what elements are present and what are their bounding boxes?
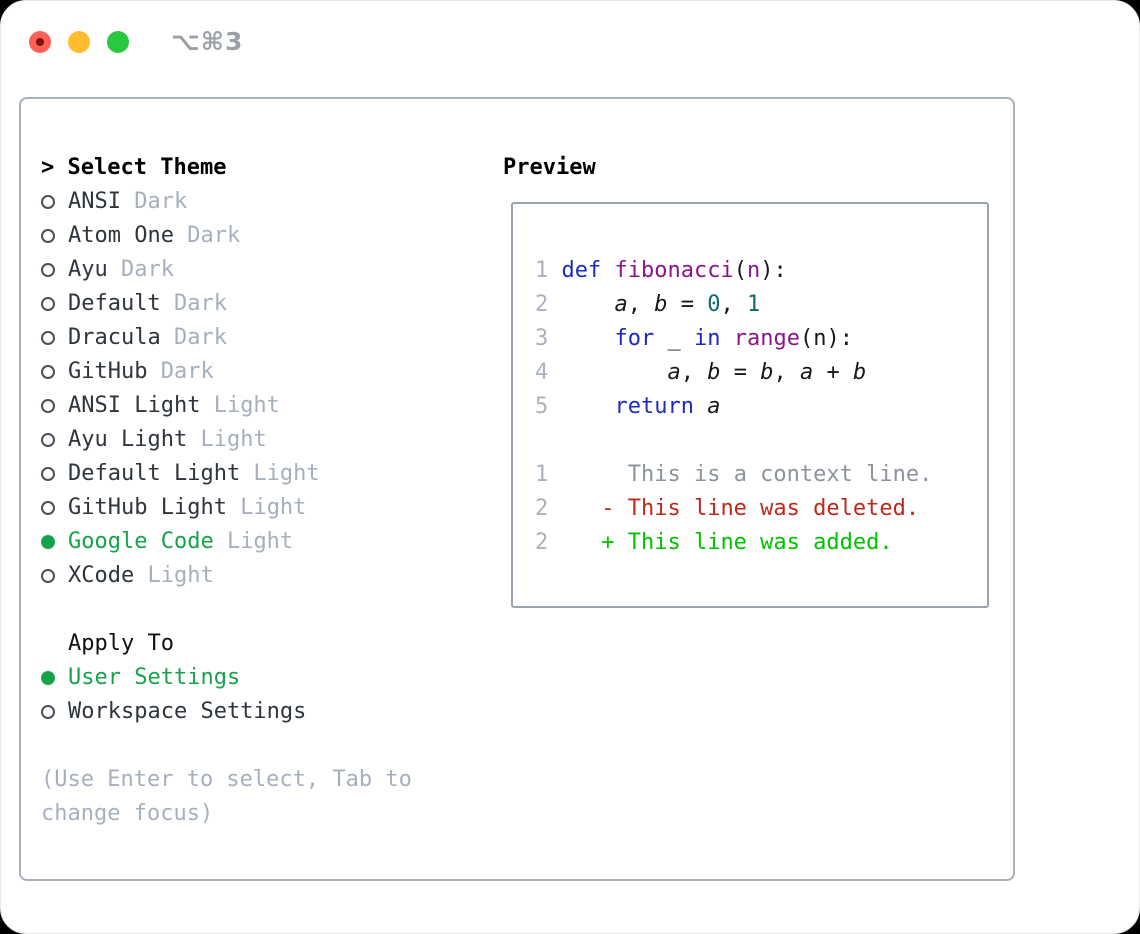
help-text-line-2: change focus) [41,801,214,826]
focus-caret-icon: > [41,155,55,180]
theme-option[interactable]: Ayu Dark [41,253,491,287]
diff-line: 2 - This line was deleted. [535,496,920,521]
theme-variant-label: Dark [160,291,227,316]
theme-option[interactable]: Default Dark [41,287,491,321]
theme-variant-label: Dark [147,359,214,384]
apply-to-option-label: User Settings [68,665,241,690]
select-theme-header: > Select Theme [41,151,491,185]
theme-option[interactable]: ANSI Light Light [41,389,491,423]
theme-option[interactable]: Atom One Dark [41,219,491,253]
zoom-button[interactable] [107,30,129,53]
theme-name-label: Dracula [68,325,161,350]
theme-name-label: Atom One [68,223,174,248]
radio-icon [41,195,68,209]
radio-icon [41,331,68,345]
theme-name-label: Google Code [68,529,214,554]
theme-name-label: XCode [68,563,135,588]
minimize-button[interactable] [68,30,90,53]
theme-name-label: Default Light [68,461,241,486]
select-theme-header-label: Select Theme [67,155,227,180]
code-preview: 1 def fibonacci(n): 2 a, b = 0, 1 3 for _ … [535,254,987,424]
preview-pane: 1 def fibonacci(n): 2 a, b = 0, 1 3 for _ … [511,202,989,608]
apply-to-option[interactable]: User Settings [41,661,491,695]
code-line: 2 a, b = 0, 1 [535,292,761,317]
theme-variant-label: Dark [120,189,188,214]
radio-icon [41,297,68,311]
theme-variant-label: Light [226,495,307,520]
code-line: 3 for _ in range(n): [535,326,853,351]
radio-icon [41,229,68,243]
theme-name-label: ANSI Light [68,393,201,418]
code-line: 4 a, b = b, a + b [535,360,867,385]
radio-icon [41,365,68,379]
radio-icon [41,399,68,413]
theme-variant-label: Light [187,427,267,452]
code-line: 5 return a [535,394,721,419]
theme-option[interactable]: Default Light Light [41,457,491,491]
radio-icon [41,569,68,583]
radio-icon [41,433,68,447]
apply-to-option-label: Workspace Settings [68,699,307,724]
theme-variant-label: Light [134,563,214,588]
theme-variant-label: Light [213,529,294,554]
theme-option[interactable]: ANSI Dark [41,185,491,219]
radio-selected-icon [41,671,68,685]
diff-preview: 1 This is a context line. 2 - This line w… [535,458,987,560]
theme-name-label: GitHub Light [68,495,227,520]
theme-variant-label: Light [200,393,280,418]
theme-option[interactable]: GitHub Light Light [41,491,491,525]
theme-variant-label: Dark [160,325,227,350]
diff-line: 1 This is a context line. [535,462,933,487]
title-bar: ⌥⌘3 [29,27,243,56]
diff-line: 2 + This line was added. [535,530,893,555]
code-line: 1 def fibonacci(n): [535,258,787,283]
radio-selected-icon [41,535,68,549]
spacer [41,593,491,627]
window-title: ⌥⌘3 [171,27,244,56]
theme-option[interactable]: GitHub Dark [41,355,491,389]
help-text-line-1: (Use Enter to select, Tab to [41,767,412,792]
apply-to-header: Apply To [68,631,174,656]
theme-variant-label: Light [240,461,320,486]
spacer [535,424,987,458]
radio-icon [41,705,68,719]
theme-variant-label: Dark [107,257,174,282]
radio-icon [41,501,68,515]
theme-name-label: Default [68,291,161,316]
theme-name-label: GitHub [68,359,148,384]
apply-to-option[interactable]: Workspace Settings [41,695,491,729]
spacer [41,729,491,763]
theme-variant-label: Dark [173,223,241,248]
radio-icon [41,263,68,277]
theme-name-label: ANSI [68,189,121,214]
theme-option[interactable]: XCode Light [41,559,491,593]
close-button[interactable] [29,30,51,53]
theme-option[interactable]: Google Code Light [41,525,491,559]
radio-icon [41,467,68,481]
theme-name-label: Ayu Light [68,427,188,452]
theme-option[interactable]: Dracula Dark [41,321,491,355]
preview-header: Preview [503,155,596,180]
theme-name-label: Ayu [68,257,108,282]
theme-option[interactable]: Ayu Light Light [41,423,491,457]
